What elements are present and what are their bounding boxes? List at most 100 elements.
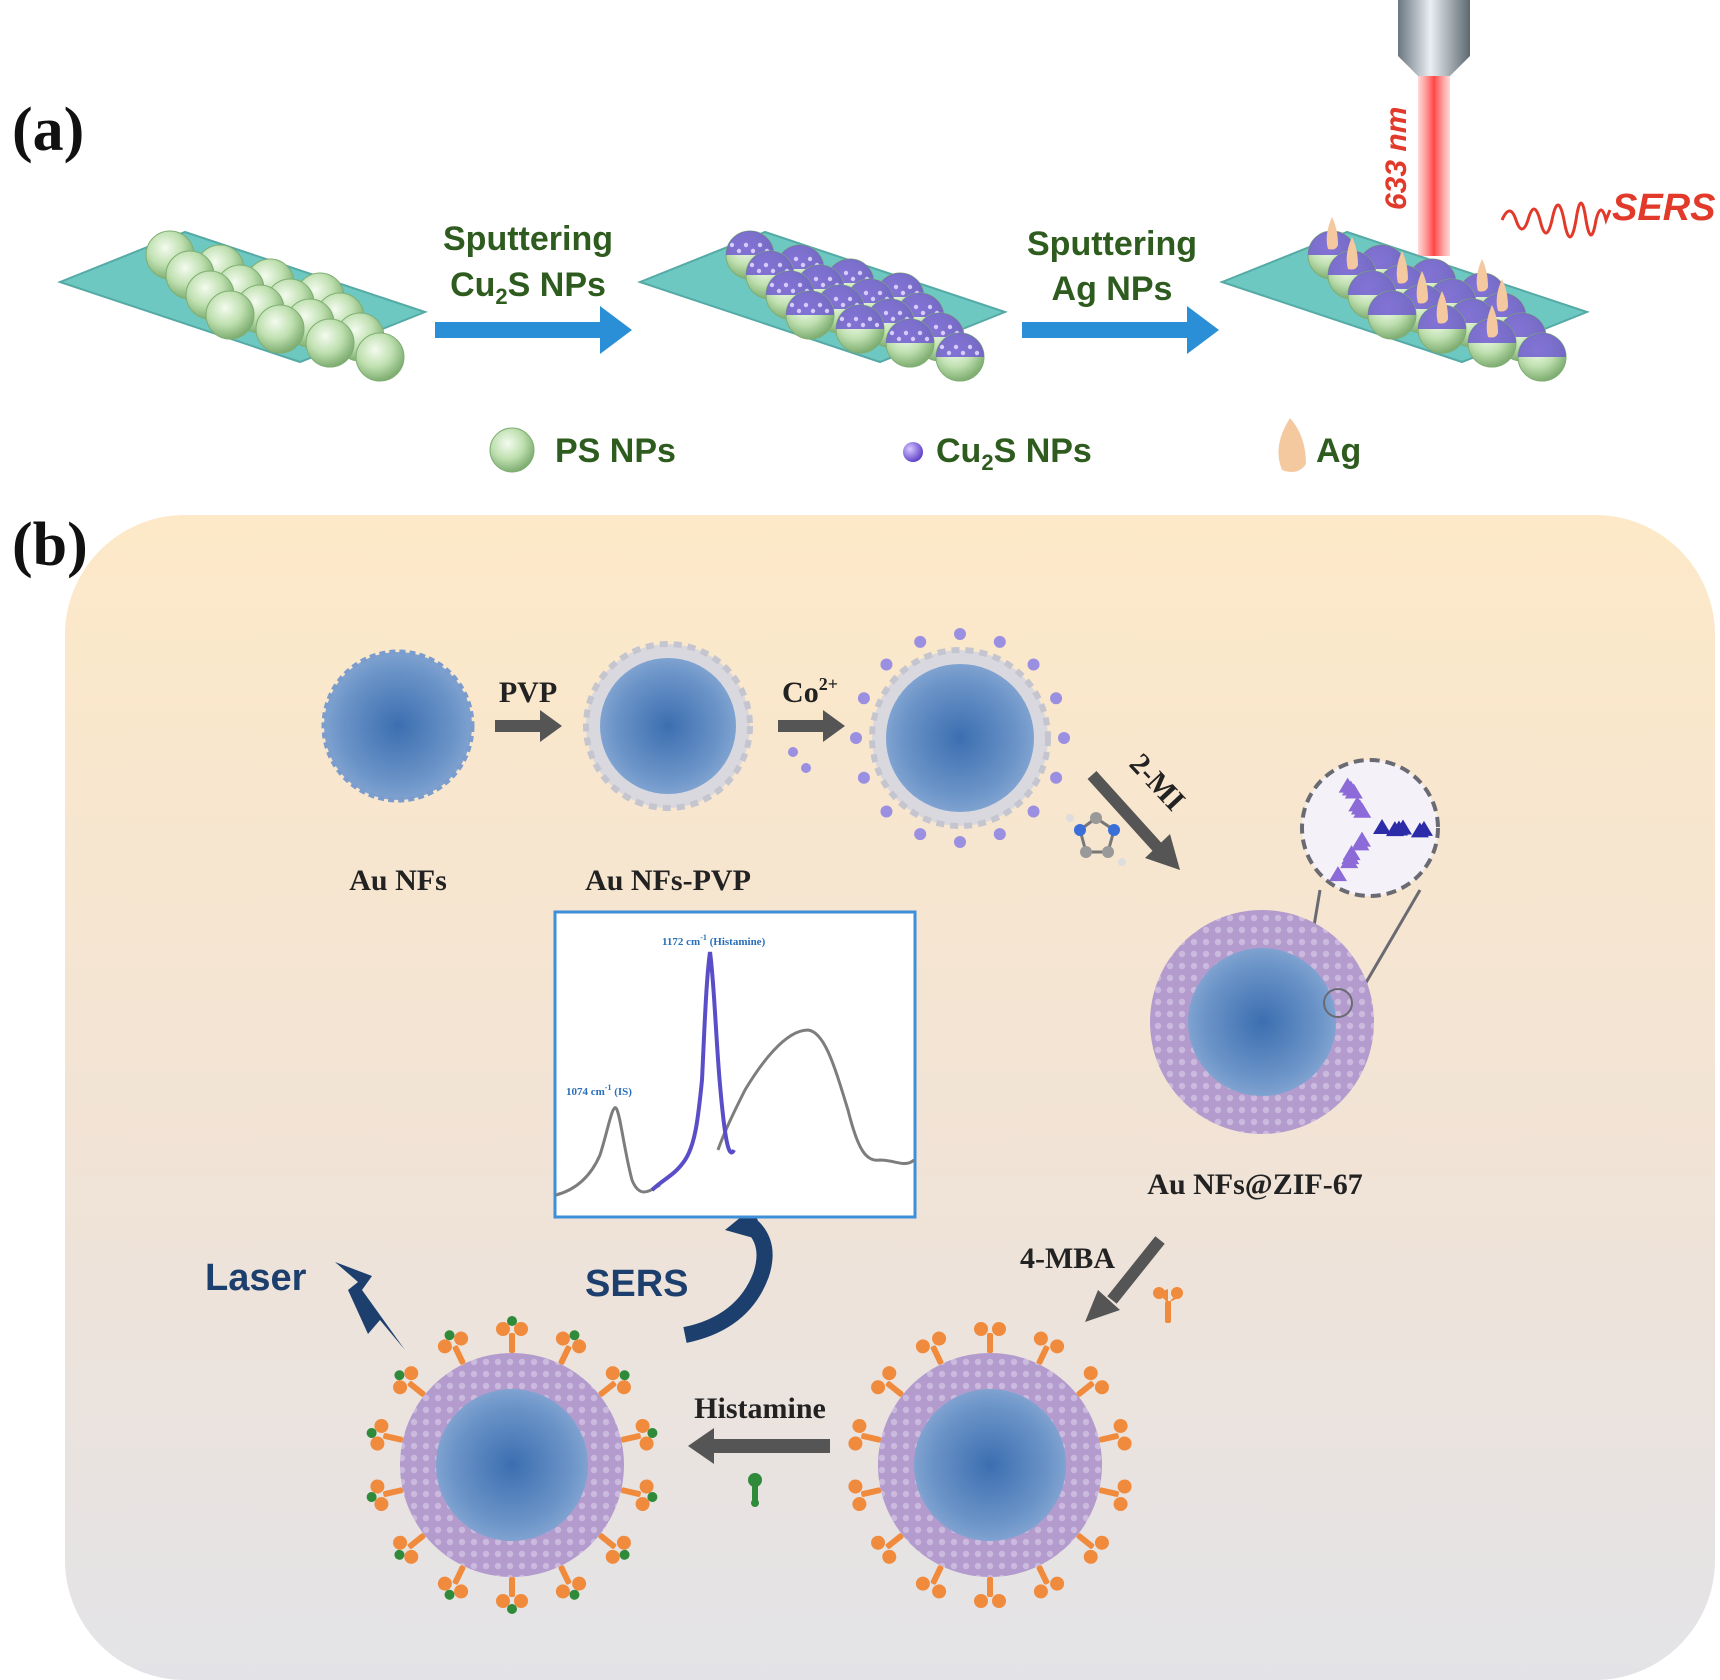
cu2s-nanoparticle [824, 308, 830, 314]
cu2s-nanoparticle [757, 242, 763, 248]
co-ion [880, 658, 893, 671]
zif-tetrahedron [1342, 845, 1361, 861]
arrow-sputter-ag: Sputtering Ag NPs [1022, 225, 1219, 354]
co-ion-shell [850, 628, 1070, 848]
cu2s-nanoparticle [910, 336, 916, 342]
au-nf-pvp-co [850, 628, 1070, 848]
bound-histamine [444, 1330, 455, 1341]
substrate-cu2s-coated [637, 230, 1008, 382]
ps-nanosphere [255, 304, 305, 354]
cu2s-nanoparticle [820, 282, 826, 288]
mba-ligand [871, 1366, 904, 1397]
cu2s-cap [786, 291, 834, 315]
laser-wavelength: 633 nm [1380, 107, 1413, 210]
panel-a-label: (a) [12, 96, 84, 164]
ag-decorated-sphere-array [1307, 217, 1567, 382]
cu2s-nanoparticle [857, 270, 863, 276]
cu2s-nanoparticle [769, 282, 775, 288]
ps-nanosphere [305, 318, 355, 368]
cu2s-nanoparticle [939, 344, 945, 350]
cu2s-nanoparticle [867, 316, 873, 322]
cu2s-nanoparticle [750, 248, 756, 254]
cu2s-nanoparticle [840, 302, 846, 308]
bound-histamine [444, 1589, 455, 1600]
co-ion [1027, 658, 1040, 671]
bound-histamine [647, 1492, 658, 1503]
mba-ligand [974, 1577, 1006, 1608]
cu2s-nanoparticle [800, 262, 806, 268]
zif-tetrahedron [1328, 866, 1347, 882]
bound-histamine [569, 1589, 580, 1600]
step1-line2: Cu2S NPs [450, 266, 606, 309]
cu2s-nanoparticle [907, 284, 913, 290]
mba-ligand [1033, 1331, 1065, 1365]
co-ion [993, 828, 1006, 841]
ag-nanotip [1396, 251, 1408, 284]
bound-histamine [366, 1492, 377, 1503]
ag-nanotip [1326, 217, 1338, 250]
step2-line1: Sputtering [1027, 225, 1197, 263]
cu2s-nanoparticle [903, 330, 909, 336]
substrate-ps-only [57, 230, 428, 382]
ag-nanotip [1436, 291, 1448, 324]
mba-ligand [1033, 1565, 1065, 1599]
legend-cu2s-label: Cu2S NPs [936, 432, 1092, 475]
cu2s-nanoparticle [870, 296, 876, 302]
ps-nanosphere [355, 332, 405, 382]
mba-ligand [1098, 1479, 1132, 1512]
legend-ps-swatch [489, 427, 535, 473]
cu2s-cap [886, 319, 934, 343]
cu2s-nanoparticle [813, 276, 819, 282]
zif-tetrahedron [1385, 821, 1404, 837]
cu2s-nanoparticle [924, 336, 930, 342]
mba-ligand [366, 1418, 404, 1451]
cu2s-nanoparticle [946, 350, 952, 356]
co-ion [1050, 771, 1063, 784]
label-au-zif67: Au NFs@ZIF-67 [1147, 1168, 1362, 1201]
label-au-nfs-pvp: Au NFs-PVP [585, 864, 751, 897]
cu2s-nanoparticle [860, 322, 866, 328]
cu2s-cap [1368, 291, 1416, 315]
cu2s-nanoparticle [847, 296, 853, 302]
bound-histamine [619, 1370, 630, 1381]
cu2s-cap [1518, 333, 1566, 357]
cu2s-cap [726, 231, 774, 255]
mba-ligand [1076, 1366, 1109, 1397]
cu2s-nanoparticle [900, 290, 906, 296]
co-ion [914, 635, 927, 648]
cu2s-nanoparticle [803, 302, 809, 308]
cu2s-cap [746, 251, 794, 275]
label-co: Co2+ [782, 674, 838, 709]
arrow-sputter-cu2s: Sputtering Cu2S NPs [435, 220, 632, 354]
mba-ligand [620, 1479, 658, 1512]
mba-ligand [393, 1366, 426, 1397]
bound-histamine [619, 1549, 630, 1560]
cu2s-nanoparticle [790, 288, 796, 294]
lightning-bolt-icon [335, 1262, 405, 1350]
mba-ligand [437, 1565, 469, 1600]
arrow-pvp: PVP [495, 676, 562, 742]
cu2s-nanoparticle [947, 324, 953, 330]
mba-ligand [620, 1418, 658, 1451]
label-laser: Laser [205, 1257, 307, 1299]
co-ion [850, 732, 862, 744]
cu2s-nanoparticle [889, 330, 895, 336]
cu2s-nanoparticle [920, 310, 926, 316]
step2-line2: Ag NPs [1052, 270, 1173, 308]
mba-ligand [496, 1316, 528, 1353]
4-mba-molecule-icon [1153, 1287, 1183, 1323]
cu2s-nanoparticle [783, 282, 789, 288]
mba-ligand [598, 1533, 631, 1564]
cu2s-nanoparticle [883, 310, 889, 316]
bound-histamine [647, 1427, 658, 1438]
mba-ligand [437, 1330, 469, 1365]
legend-a: PS NPs Cu2S NPs Ag [489, 418, 1361, 475]
mba-ligand [555, 1565, 587, 1600]
cu2s-nanoparticle [763, 262, 769, 268]
cu2s-nanoparticle [927, 304, 933, 310]
mba-ligand [555, 1330, 587, 1365]
mba-ligand [974, 1322, 1006, 1353]
cu2s-nanoparticle [877, 290, 883, 296]
ag-nanotip [1496, 279, 1508, 312]
zif-tetrahedron [1373, 819, 1391, 834]
